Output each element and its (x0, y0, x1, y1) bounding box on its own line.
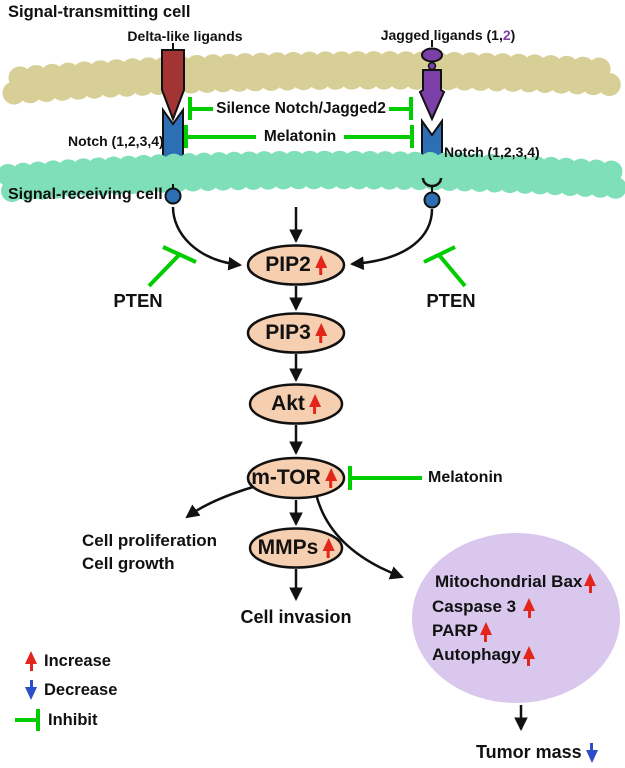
increase-arrow-icon (523, 598, 536, 618)
cell-invasion-label: Cell invasion (240, 607, 352, 627)
increase-arrow-icon (324, 468, 337, 488)
nicd-circle-left (164, 187, 182, 205)
legend-inhibit: Inhibit (15, 709, 97, 731)
transmitting-cell-membrane (2, 51, 625, 105)
mtor-node: m-TOR (251, 466, 337, 490)
notch-intracellular-right (421, 177, 443, 209)
notch-intracellular-left (164, 184, 182, 205)
increase-arrow-icon (522, 646, 535, 666)
increase-arrow-icon (479, 622, 492, 642)
legend-decrease: Decrease (25, 680, 117, 700)
pten-inhibit-right (423, 245, 467, 288)
teal-membrane-row-bottom (1, 167, 625, 202)
pip2-node: PIP2 (265, 253, 327, 277)
jagged-ligands-label: Jagged ligands (1,2) (380, 27, 516, 43)
akt-node: Akt (271, 392, 321, 416)
autophagy-item: Autophagy (432, 645, 535, 666)
cell-proliferation-label: Cell proliferation (82, 531, 218, 550)
jagged-two-highlight: 2 (502, 27, 511, 43)
decrease-arrow-icon (585, 742, 598, 763)
inhibit-icon (15, 709, 41, 731)
transmitting-cell-label: Signal-transmitting cell (8, 3, 191, 21)
pten-left-label: PTEN (113, 290, 163, 311)
tumor-mass-label: Tumor mass (476, 742, 598, 763)
increase-arrow-icon (322, 538, 335, 558)
delta-ligand-shape (161, 49, 185, 122)
notch-right-label: Notch (1,2,3,4) (444, 144, 540, 160)
pten-right-label: PTEN (426, 290, 476, 311)
nicd-circle-right (423, 191, 441, 209)
apoptosis-ellipse (412, 533, 620, 703)
tan-membrane-row-bottom (2, 66, 625, 105)
silence-inhibit-line (188, 97, 413, 120)
increase-arrow-icon (308, 394, 321, 414)
teal-membrane-row-top (0, 150, 625, 186)
jagged-ligand-head (421, 47, 443, 63)
cell-growth-label: Cell growth (82, 554, 175, 573)
jagged-ligand-link (427, 61, 437, 71)
caspase3-item: Caspase 3 (432, 597, 536, 618)
receiving-cell-membrane (0, 150, 625, 202)
pten-inhibit-left (147, 245, 197, 288)
mmps-node: MMPs (258, 536, 335, 560)
tan-membrane-row-top (8, 51, 625, 90)
parp-item: PARP (432, 621, 492, 642)
legend-increase: Increase (25, 651, 111, 671)
increase-arrow-icon (314, 323, 327, 343)
signal-arrow-left-curve (171, 206, 243, 271)
increase-arrow-icon (314, 255, 327, 275)
signal-arrow-right-curve (349, 208, 434, 271)
mmps-oval (248, 527, 344, 569)
decrease-arrow-icon (25, 680, 37, 700)
mtor-oval (246, 456, 346, 500)
increase-arrow-icon (584, 573, 597, 593)
melatonin-inhibit-mtor (348, 466, 422, 490)
arrow-mtor-apoptosis (314, 493, 404, 580)
arrow-mtor-proliferation (185, 485, 254, 519)
delta-ligands-label: Delta-like ligands (127, 28, 243, 44)
receiving-cell-label: Signal-receiving cell (8, 186, 163, 203)
increase-arrow-icon (25, 651, 37, 671)
notch-left-label: Notch (1,2,3,4) (68, 133, 164, 149)
melatonin-mtor-label: Melatonin (428, 469, 503, 486)
delta-notch-receptor-complex (161, 43, 185, 186)
silence-notch-jagged2-label: Silence Notch/Jagged2 (216, 100, 386, 117)
pip3-node: PIP3 (265, 321, 327, 345)
mitochondrial-bax-item: Mitochondrial Bax (435, 572, 597, 593)
jagged-ligand-body (418, 69, 446, 122)
melatonin-top-label: Melatonin (263, 128, 337, 145)
melatonin-inhibit-line-top (184, 125, 414, 148)
jagged-notch-receptor-complex (418, 40, 446, 173)
